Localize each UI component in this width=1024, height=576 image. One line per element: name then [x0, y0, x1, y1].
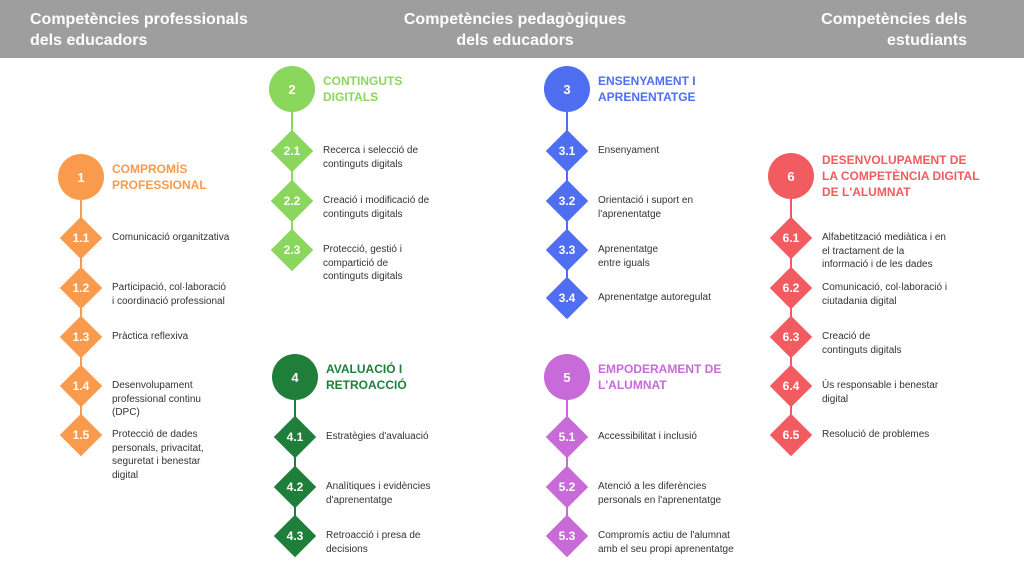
area-1-number: 1	[77, 169, 85, 185]
competence-4.3-number: 4.3	[286, 529, 304, 543]
competence-4.2-label: Analítiques i evidències d'aprenentatge	[326, 481, 431, 506]
competence-5.3-label: Compromís actiu de l'alumnat amb el seu …	[598, 530, 734, 555]
area-4-circle: 4	[272, 354, 318, 400]
competence-6.2-label: Comunicació, col·laboració i ciutadania …	[822, 282, 948, 307]
area-6-number: 6	[787, 168, 795, 184]
competence-1.3-label: Pràctica reflexiva	[112, 331, 189, 342]
competence-5.3-number: 5.3	[558, 529, 576, 543]
competence-1.4-label: Desenvolupament professional continu (DP…	[112, 380, 201, 418]
competence-6.4-label: Ús responsable i benestar digital	[822, 380, 939, 405]
competence-1.1-label: Comunicació organitzativa	[112, 232, 230, 243]
header-bar: Competències professionals dels educador…	[0, 0, 1024, 58]
competence-6.3-label: Creació de continguts digitals	[822, 331, 902, 356]
area-2-title: CONTINGUTS DIGITALS	[323, 74, 403, 104]
area-2-number: 2	[288, 81, 296, 97]
competence-6.5-label: Resolució de problemes	[822, 429, 930, 440]
competence-3.2-number: 3.2	[558, 194, 576, 208]
area-5-title: EMPODERAMENT DE L'ALUMNAT	[598, 362, 722, 392]
competence-5.2-label: Atenció a les diferències personals en l…	[598, 481, 722, 506]
area-1-title: COMPROMÍS PROFESSIONAL	[112, 162, 207, 192]
competence-2.1-label: Recerca i selecció de continguts digital…	[323, 145, 419, 170]
competence-3.2-label: Orientació i suport en l'aprenentatge	[598, 195, 694, 220]
competence-2.2-label: Creació i modificació de continguts digi…	[323, 195, 430, 220]
competence-1.5-label: Protecció de dades personals, privacitat…	[112, 429, 204, 481]
area-5-circle: 5	[544, 354, 590, 400]
area-3-number: 3	[563, 81, 571, 97]
competence-5.1-label: Accessibilitat i inclusió	[598, 431, 697, 442]
area-2-circle: 2	[269, 66, 315, 112]
competence-3.4-label: Aprenentatge autoregulat	[598, 292, 711, 303]
competence-2.3-number: 2.3	[283, 243, 301, 257]
competence-4.2-number: 4.2	[286, 480, 304, 494]
header-professional-competences: Competències professionals dels educador…	[30, 11, 248, 49]
competence-3.3-number: 3.3	[558, 243, 576, 257]
competence-3.4-number: 3.4	[558, 291, 576, 305]
area-3-circle: 3	[544, 66, 590, 112]
competence-1.2-label: Participació, col·laboració i coordinaci…	[112, 282, 226, 307]
area-4-number: 4	[291, 369, 299, 385]
area-3-title: ENSENYAMENT I APRENENTATGE	[598, 74, 696, 104]
competence-6.4-number: 6.4	[782, 379, 800, 393]
header-student-competences: Competències dels estudiants	[821, 11, 967, 49]
competence-5.2-number: 5.2	[558, 480, 576, 494]
competence-3.1-label: Ensenyament	[598, 145, 660, 156]
competence-6.5-number: 6.5	[782, 428, 800, 442]
competence-6.1-label: Alfabetització mediàtica i en el tractam…	[822, 232, 946, 270]
competence-4.1-label: Estratègies d'avaluació	[326, 431, 429, 442]
competence-3.1-number: 3.1	[558, 144, 576, 158]
area-6-circle: 6	[768, 153, 814, 199]
header-pedagogical-competences: Competències pedagògiques dels educadors	[403, 11, 627, 49]
competence-6.3-number: 6.3	[782, 330, 800, 344]
area-5-number: 5	[563, 369, 571, 385]
competence-2.2-number: 2.2	[283, 194, 301, 208]
competence-6.1-number: 6.1	[782, 231, 800, 245]
competence-4.3-label: Retroacció i presa de decisions	[326, 530, 421, 555]
competence-1.4-number: 1.4	[72, 379, 90, 393]
competence-5.1-number: 5.1	[558, 430, 576, 444]
competence-2.3-label: Protecció, gestió i compartició de conti…	[323, 244, 403, 282]
competence-6.2-number: 6.2	[782, 281, 800, 295]
competence-1.5-number: 1.5	[72, 428, 90, 442]
competence-2.1-number: 2.1	[283, 144, 301, 158]
competence-1.3-number: 1.3	[72, 330, 90, 344]
competence-1.1-number: 1.1	[72, 231, 90, 245]
competence-4.1-number: 4.1	[286, 430, 304, 444]
competence-1.2-number: 1.2	[72, 281, 90, 295]
area-4-title: AVALUACIÓ I RETROACCIÓ	[326, 362, 407, 392]
area-1-circle: 1	[58, 154, 104, 200]
area-6-title: DESENVOLUPAMENT DE LA COMPETÈNCIA DIGITA…	[822, 153, 980, 199]
competence-3.3-label: Aprenentatge entre iguals	[598, 244, 659, 269]
